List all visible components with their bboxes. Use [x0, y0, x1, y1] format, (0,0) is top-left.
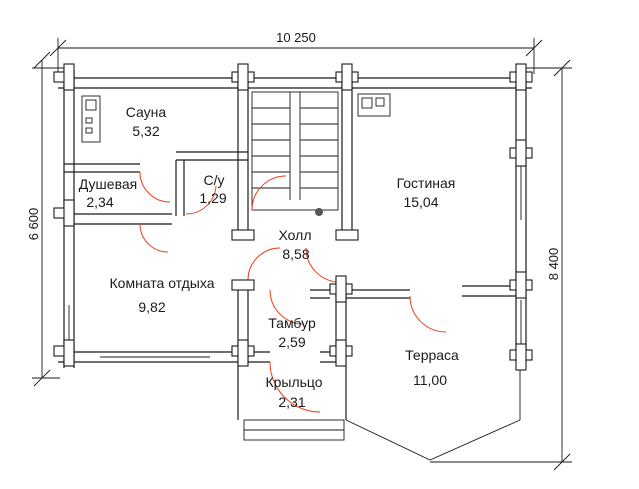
room-name: Крыльцо: [265, 374, 322, 390]
room-area: 8,58: [282, 246, 309, 262]
room-name: Тамбур: [268, 315, 316, 331]
door-swings: [139, 171, 447, 413]
room-porch: Крыльцо 2,31: [265, 374, 322, 410]
room-shower: Душевая 2,34: [79, 176, 137, 210]
sauna-stove-icon: [81, 95, 101, 143]
room-sauna: Сауна 5,32: [126, 104, 167, 139]
room-area: 2,31: [278, 394, 305, 410]
fireplace-icon: [357, 93, 391, 117]
terrace-outline: [345, 362, 521, 461]
room-area: 11,00: [413, 372, 447, 388]
dimension-top: [49, 38, 543, 74]
room-area: 9,82: [138, 299, 165, 315]
room-area: 15,04: [403, 194, 438, 210]
dimension-top-label: 10 250: [276, 30, 316, 45]
room-area: 1,29: [199, 190, 226, 206]
room-name: Гостиная: [397, 175, 456, 191]
room-terrace: Терраса 11,00: [405, 347, 459, 388]
room-name: Холл: [279, 227, 312, 243]
room-area: 5,32: [132, 123, 159, 139]
room-name: Терраса: [405, 347, 459, 363]
room-area: 2,34: [86, 194, 113, 210]
dimension-left-label: 6 600: [26, 208, 41, 241]
room-lounge: Комната отдыха 9,82: [110, 275, 215, 315]
porch-steps: [243, 419, 345, 441]
stairs: [251, 91, 339, 216]
stair-newel: [315, 208, 323, 216]
room-vestibule: Тамбур 2,59: [268, 315, 316, 350]
dimension-right-label: 8 400: [546, 248, 561, 281]
log-corner-posts: [53, 63, 533, 371]
room-hall: Холл 8,58: [279, 227, 312, 262]
room-name: Сауна: [126, 104, 167, 120]
dimension-right: [430, 59, 572, 471]
room-name: Душевая: [79, 176, 137, 192]
room-name: С/у: [204, 172, 225, 188]
room-name: Комната отдыха: [110, 275, 215, 291]
room-wc: С/у 1,29: [199, 172, 226, 206]
room-living: Гостиная 15,04: [397, 175, 456, 210]
room-area: 2,59: [278, 334, 305, 350]
